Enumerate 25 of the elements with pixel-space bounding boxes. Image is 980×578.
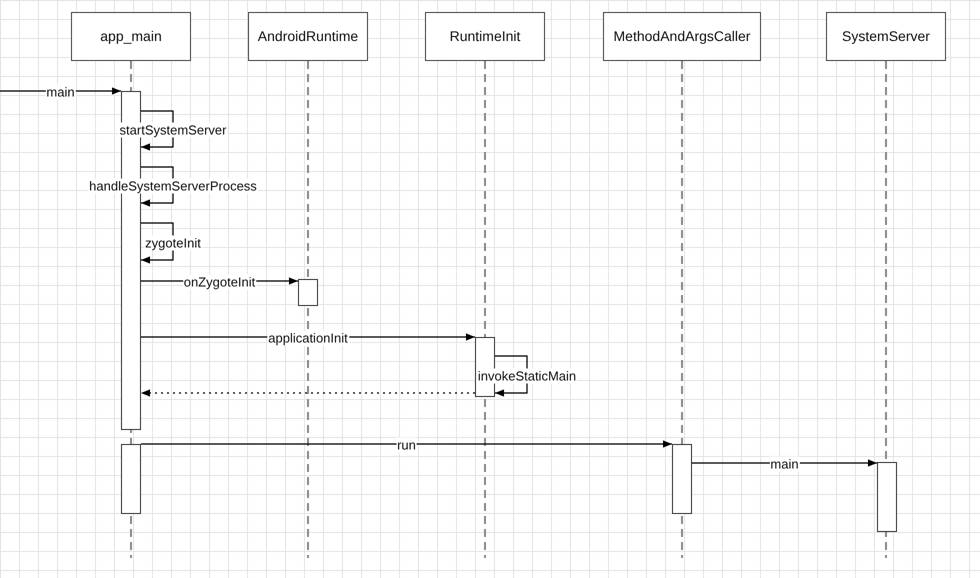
lifeline-header — [425, 12, 545, 61]
edge-label: run — [396, 438, 417, 452]
lifeline-name: app_main — [100, 27, 162, 46]
message-arrow — [141, 440, 672, 448]
activation-bar — [877, 462, 897, 532]
lifeline-header — [71, 12, 191, 61]
edge-label: main — [45, 84, 76, 100]
return-arrow — [141, 389, 475, 397]
lifeline-name: SystemServer — [842, 27, 930, 46]
lifeline-header — [603, 12, 761, 61]
lifeline-name: RuntimeInit — [450, 27, 520, 46]
edge-label: onZygoteInit — [182, 274, 256, 290]
activation-bar — [298, 279, 318, 306]
lifeline-header — [826, 12, 946, 61]
activation-bar — [672, 444, 692, 514]
edge-label: zygoteInit — [144, 235, 202, 250]
edge-label: handleSystemServerProcess — [88, 178, 258, 194]
lifeline-name: MethodAndArgsCaller — [614, 27, 750, 46]
lifeline-header — [248, 12, 368, 61]
edge-label: startSystemServer — [118, 122, 228, 138]
activation-bar — [121, 444, 141, 514]
lifeline-name: AndroidRuntime — [258, 27, 358, 46]
edge-label: applicationInit — [267, 330, 349, 346]
edge-label: invokeStaticMain — [476, 368, 578, 383]
edge-label: main — [769, 456, 800, 472]
